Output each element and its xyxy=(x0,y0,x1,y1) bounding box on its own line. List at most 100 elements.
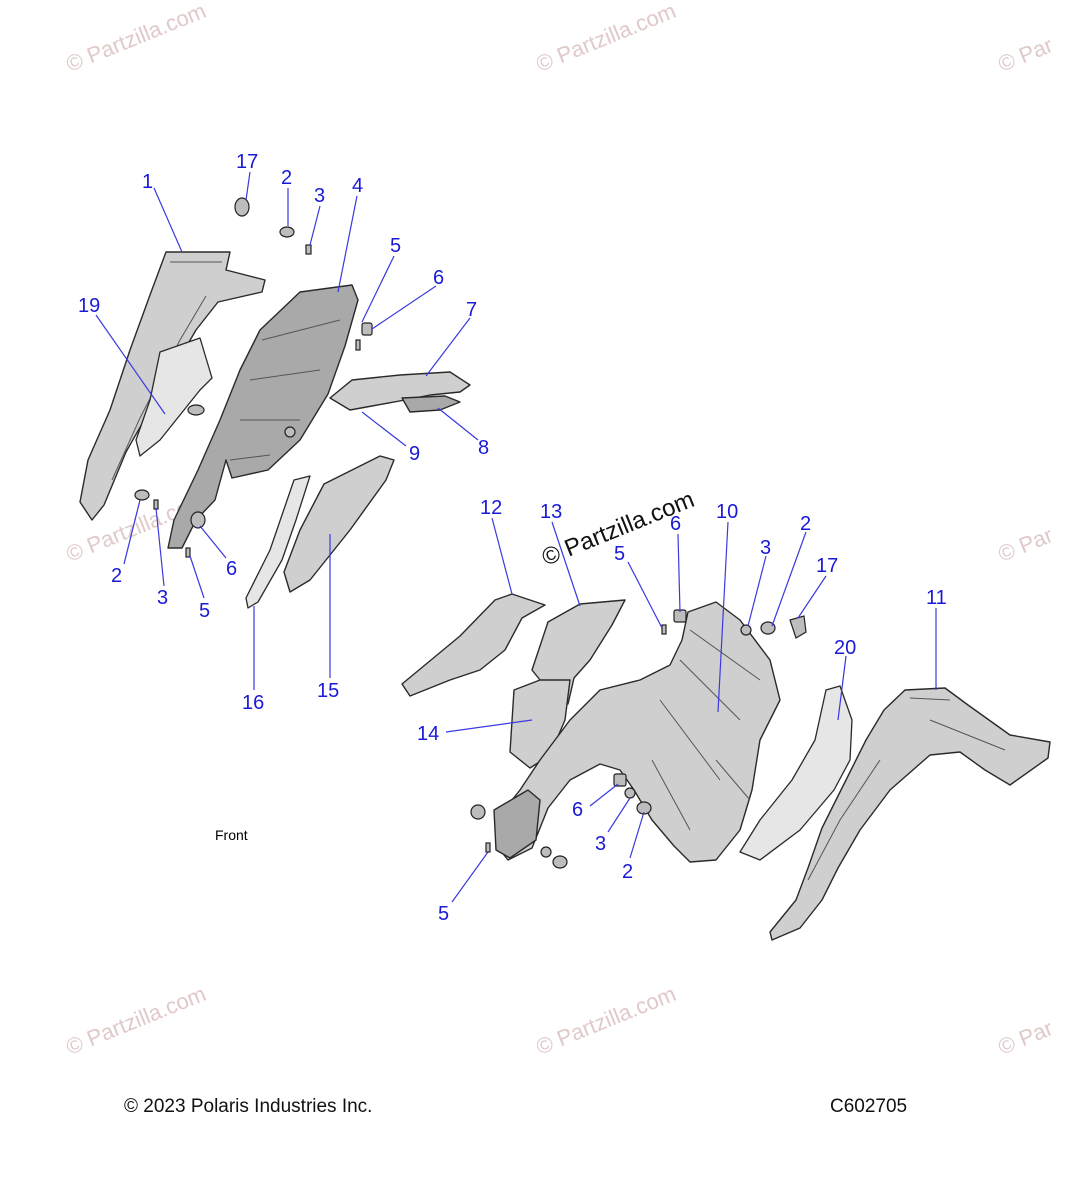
leader-2d xyxy=(629,811,645,859)
part-17-fastener-left xyxy=(234,197,250,217)
part-2-clip-right-top xyxy=(760,621,776,635)
part-3-spring-left-bottom xyxy=(153,499,159,510)
watermark-bottom-center: © Partzilla.com xyxy=(533,981,680,1060)
leader-8 xyxy=(437,407,479,441)
leader-20 xyxy=(837,655,847,721)
part-2-clip-left-top xyxy=(279,226,295,238)
leader-10 xyxy=(717,521,729,713)
bracket-lower-left xyxy=(493,789,541,859)
watermark-top-right: © Par xyxy=(995,32,1057,76)
callout-3-bottom-right: 3 xyxy=(595,833,606,855)
callout-6-bottom-left: 6 xyxy=(226,558,237,580)
leader-7 xyxy=(425,317,471,377)
copyright-notice: © 2023 Polaris Industries Inc. xyxy=(124,1096,373,1117)
leader-9 xyxy=(361,411,407,447)
callout-6-top-right: 6 xyxy=(670,513,681,535)
part-8-small-trim xyxy=(401,395,461,413)
leader-6c xyxy=(677,533,681,613)
callout-2-bottom-left: 2 xyxy=(111,565,122,587)
leader-12 xyxy=(491,517,513,595)
callout-3-top-left: 3 xyxy=(314,185,325,207)
callout-6-bottom-right: 6 xyxy=(572,799,583,821)
leader-3b xyxy=(155,507,165,587)
leader-14 xyxy=(445,719,533,733)
leader-5c xyxy=(627,561,663,629)
callout-17-right: 17 xyxy=(816,555,838,577)
callout-5-top-right: 5 xyxy=(614,543,625,565)
part-3-spring-right-top xyxy=(740,624,752,636)
part-11-detail xyxy=(807,697,1006,881)
part-15-left-panel xyxy=(283,455,395,593)
part-6-nut-right-bottom xyxy=(613,773,627,787)
part-4-left-inner-frame xyxy=(167,284,359,549)
callout-5-top-left: 5 xyxy=(390,235,401,257)
left-side-panel-assembly xyxy=(79,197,471,609)
leader-2b xyxy=(123,499,141,565)
leader-17a xyxy=(245,171,251,201)
callout-2-top-left: 2 xyxy=(281,167,292,189)
part-11-right-fender-panel xyxy=(769,687,1051,941)
diagram-code: C602705 xyxy=(830,1096,908,1117)
leader-3c xyxy=(747,555,767,627)
part-19-left-liner xyxy=(135,337,213,457)
clip-left-inner xyxy=(284,426,296,438)
part-1-left-fender-panel xyxy=(79,251,266,521)
leader-3a xyxy=(309,205,321,246)
part-20-right-liner xyxy=(739,685,853,861)
callout-20: 20 xyxy=(834,637,856,659)
callout-16: 16 xyxy=(242,692,264,714)
callout-8: 8 xyxy=(478,437,489,459)
part-5-screw-left-top xyxy=(355,339,361,351)
callout-12: 12 xyxy=(480,497,502,519)
part-13-panel xyxy=(531,599,626,705)
leader-17b xyxy=(797,575,827,619)
callout-11: 11 xyxy=(926,587,947,609)
washer-right-lower xyxy=(540,846,552,858)
leader-13 xyxy=(551,521,581,607)
callout-3-bottom-left: 3 xyxy=(157,587,168,609)
leader-6b xyxy=(199,525,227,559)
leader-1 xyxy=(153,187,183,253)
part-12-panel xyxy=(401,593,546,697)
watermark-bottom-left: © Partzilla.com xyxy=(63,981,210,1060)
leader-5d xyxy=(451,851,489,903)
part-17-fastener-right xyxy=(789,615,807,639)
front-label: Front xyxy=(215,827,248,843)
leader-5a xyxy=(361,255,395,323)
leader-lines xyxy=(95,171,937,903)
callouts: 1 19 17 2 3 4 5 6 7 8 9 2 3 6 5 16 15 12… xyxy=(78,151,947,925)
part-6-nut-left-bottom xyxy=(190,511,206,529)
leader-3d xyxy=(607,797,631,833)
callout-1: 1 xyxy=(142,171,153,193)
part-7-left-trim xyxy=(329,371,471,411)
watermark-top-left: © Partzilla.com xyxy=(63,0,210,77)
callout-3-top-right: 3 xyxy=(760,537,771,559)
part-10-detail xyxy=(651,629,761,831)
leader-2c xyxy=(771,531,807,627)
watermark-bottom-right: © Par xyxy=(995,1015,1057,1059)
part-5-screw-left-bottom xyxy=(185,547,191,558)
right-side-panel-assembly xyxy=(401,593,1051,941)
nut-right-lower xyxy=(470,804,486,820)
part-3-spring-right-bottom xyxy=(624,787,636,799)
leader-6d xyxy=(589,783,619,807)
part-2-clip-left-bottom xyxy=(134,489,150,501)
leader-4 xyxy=(337,195,358,293)
part-5-screw-right-top xyxy=(661,624,667,635)
leader-5b xyxy=(189,555,205,599)
part-5-screw-right-bottom xyxy=(485,842,491,853)
callout-9: 9 xyxy=(409,443,420,465)
part-4-detail xyxy=(229,319,341,461)
callout-19: 19 xyxy=(78,295,100,317)
callout-13: 13 xyxy=(540,501,562,523)
callout-4: 4 xyxy=(352,175,363,197)
callout-5-bottom-right: 5 xyxy=(438,903,449,925)
watermarks: © Partzilla.com © Partzilla.com © Par © … xyxy=(63,0,1057,1060)
callout-15: 15 xyxy=(317,680,339,702)
callout-5-bottom-left: 5 xyxy=(199,600,210,622)
callout-17-top: 17 xyxy=(236,151,258,173)
watermark-top-center: © Partzilla.com xyxy=(533,0,680,77)
callout-14: 14 xyxy=(417,723,439,745)
leader-6a xyxy=(371,285,437,330)
